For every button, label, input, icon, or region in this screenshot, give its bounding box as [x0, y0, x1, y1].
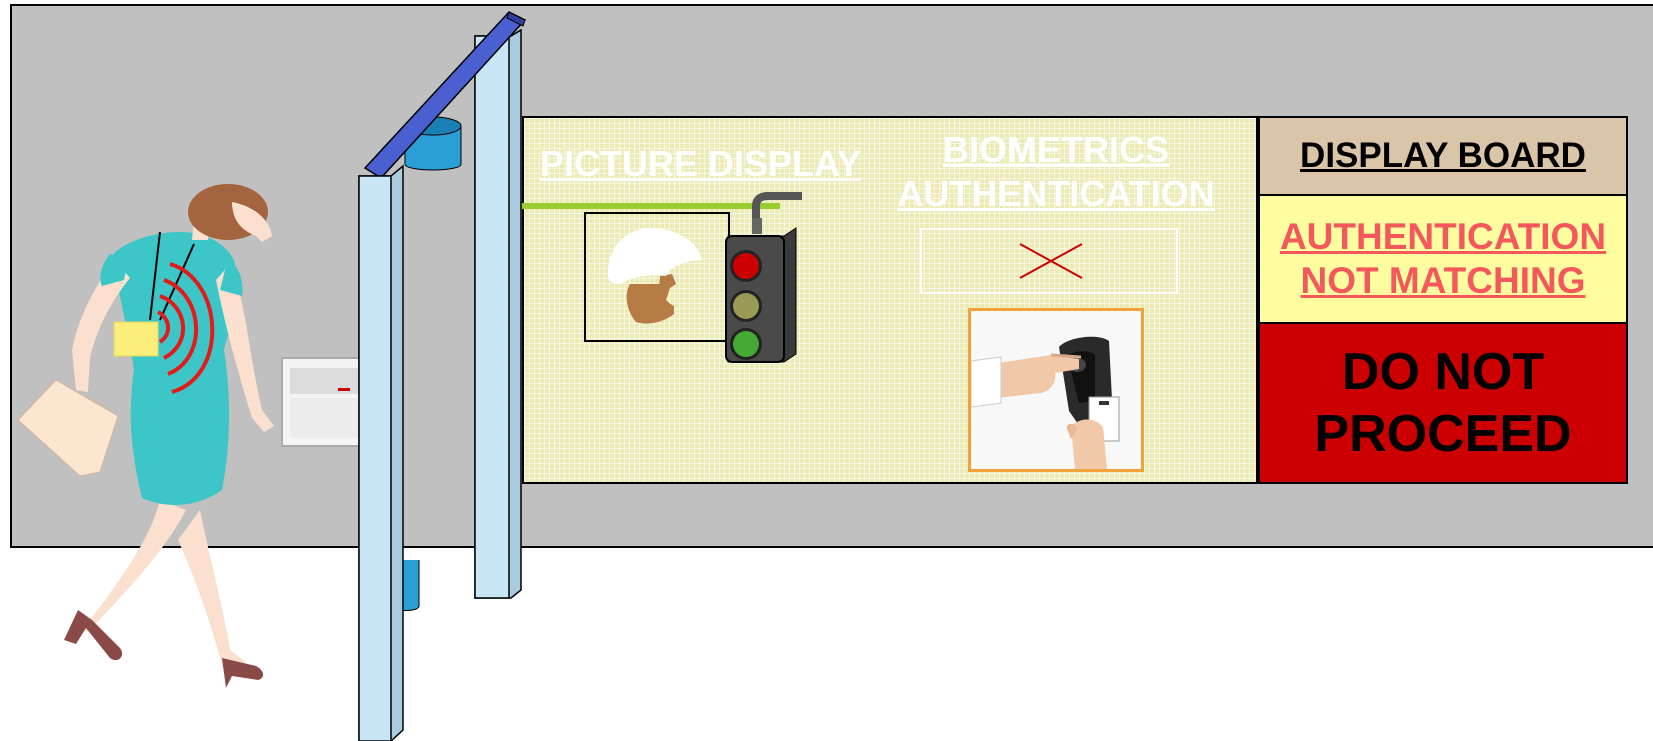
biometrics-title-line2: AUTHENTICATION	[897, 173, 1215, 214]
picture-frame	[584, 212, 730, 342]
authentication-status: AUTHENTICATION NOT MATCHING	[1260, 196, 1626, 324]
fingerprint-scanner-icon	[971, 336, 1120, 469]
alert-line2: PROCEED	[1314, 405, 1572, 463]
authentication-result-box	[920, 228, 1178, 294]
status-line1: AUTHENTICATION	[1279, 216, 1607, 257]
biometrics-title-line1: BIOMETRICS	[942, 129, 1169, 170]
cross-icon	[1019, 243, 1083, 279]
picture-display-title: PICTURE DISPLAY	[540, 143, 861, 184]
status-line2: NOT MATCHING	[1300, 260, 1586, 301]
alert-panel: DO NOT PROCEED	[1260, 324, 1626, 482]
display-board: DISPLAY BOARD AUTHENTICATION NOT MATCHIN…	[1258, 116, 1628, 484]
display-board-header: DISPLAY BOARD	[1260, 118, 1626, 196]
alert-line1: DO NOT	[1341, 343, 1545, 401]
helmet-head-icon	[607, 227, 702, 324]
fingerprint-reader-photo	[968, 308, 1144, 472]
biometrics-title: BIOMETRICS AUTHENTICATION	[890, 128, 1222, 216]
display-board-title: DISPLAY BOARD	[1300, 136, 1586, 175]
traffic-light-icon	[725, 192, 802, 363]
person-icon	[17, 184, 274, 688]
card-reader-icon	[281, 357, 369, 447]
security-gate-icon	[358, 11, 527, 741]
